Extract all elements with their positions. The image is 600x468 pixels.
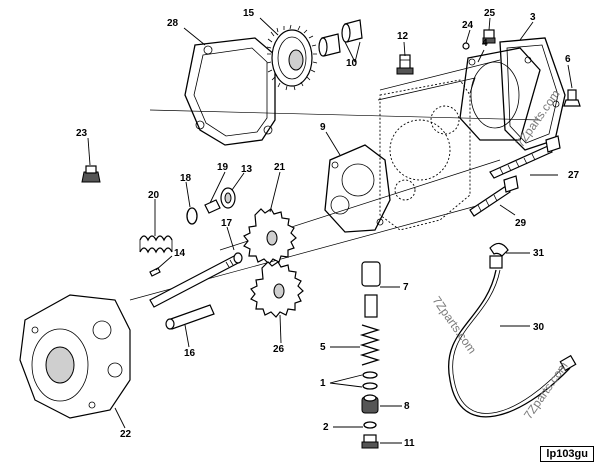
callout-20: 20 [148,190,160,201]
part-7-cap [361,261,381,318]
callout-23: 23 [76,128,88,139]
callout-16: 16 [184,348,196,359]
callout-8: 8 [404,401,410,412]
callout-25: 25 [484,8,496,19]
part-21-gear [243,208,297,265]
callout-26: 26 [273,344,285,355]
callout-4: 4 [482,38,488,49]
callout-7: 7 [403,282,409,293]
part-2-washer [363,421,377,429]
part-9-gasket [324,144,391,233]
part-20-spring [139,235,173,254]
callout-14: 14 [174,248,186,259]
leader-lines [87,17,573,444]
watermark: 7Zparts.com [521,359,571,422]
callout-29: 29 [515,218,527,229]
callout-19: 19 [217,162,229,173]
part-12-fitting [396,54,414,75]
callout-12: 12 [397,31,409,42]
callout-18: 18 [180,173,192,184]
part-22-pump-housing [19,294,131,419]
part-30-tube [447,269,577,418]
part-24-plug [462,42,470,50]
callout-10: 10 [346,58,358,69]
callout-21: 21 [274,162,286,173]
callout-27: 27 [568,170,580,181]
part-17-shaft [149,252,243,308]
callout-6: 6 [565,54,571,65]
part-4-gasket [459,47,541,141]
part-cutaway-housing [377,77,476,231]
part-18-snap-ring [186,207,198,225]
callout-15: 15 [243,8,255,19]
part-19-clip [204,199,221,214]
callout-24: 24 [462,20,474,31]
watermark: 7Zparts.com [430,294,480,357]
part-13-bearing [220,187,236,209]
callout-22: 22 [120,429,132,440]
callout-1: 1 [320,378,326,389]
callout-2: 2 [323,422,329,433]
callout-30: 30 [533,322,545,333]
part-6-bolt [563,89,581,107]
part-11-plug [361,434,379,449]
callout-5: 5 [320,342,326,353]
reference-code-box: lp103gu [540,446,594,462]
part-10-bushings [318,19,363,57]
part-15-drive-gear [266,24,318,91]
part-26-gear [250,261,304,318]
callout-28: 28 [167,18,179,29]
part-1-o-rings [362,371,378,390]
callout-11: 11 [404,438,415,449]
part-5-spring [359,324,381,366]
part-14-key [149,267,161,277]
callout-3: 3 [530,12,536,23]
part-8-valve [361,394,379,414]
part-29-bolt [469,175,519,217]
part-27-long-bolt [489,135,561,179]
callout-labels: 28 15 10 12 24 25 3 4 6 9 23 19 13 21 18… [76,8,580,449]
callout-17: 17 [221,218,233,229]
callout-13: 13 [241,164,253,175]
part-23-plug [81,165,101,183]
part-31-elbow [489,242,509,269]
callout-31: 31 [533,248,545,259]
part-28-gasket [184,37,276,146]
callout-9: 9 [320,122,326,133]
part-16-pin [165,304,215,330]
assembly-axis-lines [129,59,541,301]
